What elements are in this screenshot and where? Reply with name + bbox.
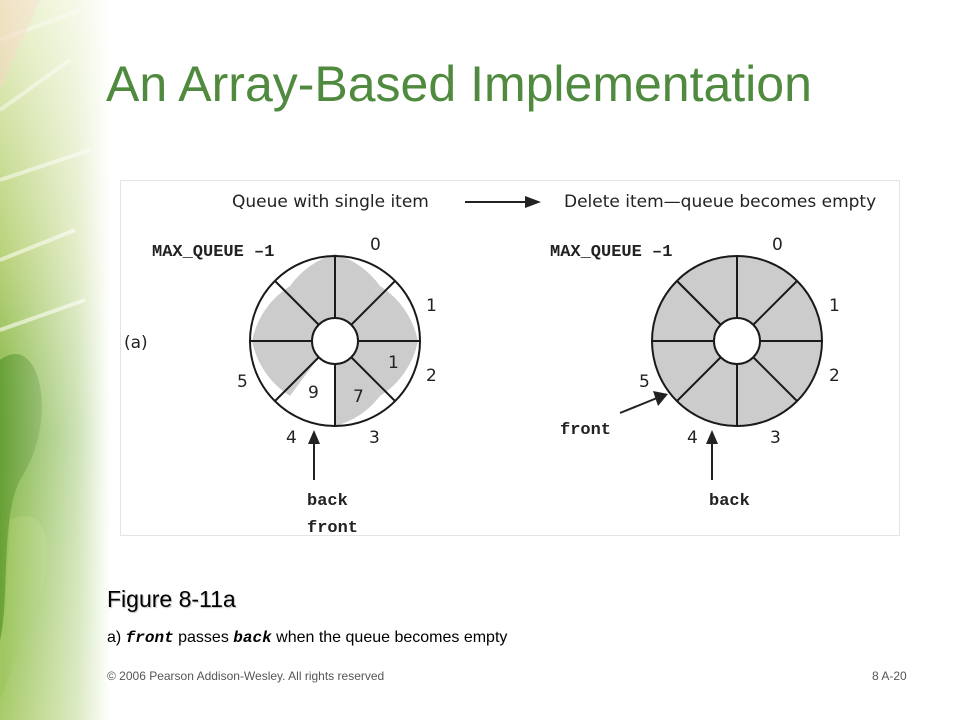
left-item-slot-4: 9 bbox=[308, 383, 319, 403]
left-index-5: 5 bbox=[237, 372, 248, 392]
right-back-label: back bbox=[709, 492, 750, 511]
caption-front-code: front bbox=[125, 629, 174, 647]
right-queue-wheel bbox=[651, 255, 823, 427]
transition-arrow-head bbox=[525, 196, 541, 208]
part-label: (a) bbox=[124, 333, 148, 353]
slide-title: An Array-Based Implementation bbox=[106, 56, 812, 112]
left-heading: Queue with single item bbox=[232, 192, 429, 212]
figure-caption-title: Figure 8-11a bbox=[107, 586, 236, 612]
left-front-label: front bbox=[307, 519, 358, 536]
right-max-queue-label: MAX_QUEUE –1 bbox=[550, 243, 672, 262]
right-index-3: 3 bbox=[770, 428, 781, 448]
left-index-4: 4 bbox=[286, 428, 297, 448]
left-index-3: 3 bbox=[369, 428, 380, 448]
right-front-label: front bbox=[560, 421, 611, 440]
left-item-slot-2: 1 bbox=[388, 353, 399, 373]
left-item-slot-3: 7 bbox=[353, 387, 364, 407]
left-index-1: 1 bbox=[426, 296, 437, 316]
caption-prefix: a) bbox=[107, 629, 126, 646]
right-index-5: 5 bbox=[639, 372, 650, 392]
left-back-label: back bbox=[307, 492, 348, 511]
footer-slide-number: 8 A-20 bbox=[872, 669, 907, 683]
left-queue-wheel bbox=[249, 254, 421, 427]
footer-copyright: © 2006 Pearson Addison-Wesley. All right… bbox=[107, 669, 385, 683]
caption-mid: passes bbox=[173, 629, 234, 646]
right-front-arrow-line bbox=[619, 397, 658, 414]
right-index-0: 0 bbox=[772, 235, 783, 255]
decorative-background-strip bbox=[0, 0, 110, 720]
right-index-2: 2 bbox=[829, 366, 840, 386]
right-back-arrow-head bbox=[706, 430, 718, 444]
left-pointer-arrow-head bbox=[308, 430, 320, 444]
left-max-queue-label: MAX_QUEUE –1 bbox=[152, 243, 274, 262]
right-index-4: 4 bbox=[687, 428, 698, 448]
circular-queue-figure: Queue with single item Delete item—queue… bbox=[120, 180, 900, 536]
right-heading: Delete item—queue becomes empty bbox=[564, 192, 876, 212]
right-front-arrow-head bbox=[653, 391, 668, 406]
right-index-1: 1 bbox=[829, 296, 840, 316]
caption-back-code: back bbox=[233, 629, 272, 647]
left-index-0: 0 bbox=[370, 235, 381, 255]
figure-caption-text: a) front passes back when the queue beco… bbox=[107, 629, 507, 647]
caption-suffix: when the queue becomes empty bbox=[271, 629, 508, 646]
left-index-2: 2 bbox=[426, 366, 437, 386]
